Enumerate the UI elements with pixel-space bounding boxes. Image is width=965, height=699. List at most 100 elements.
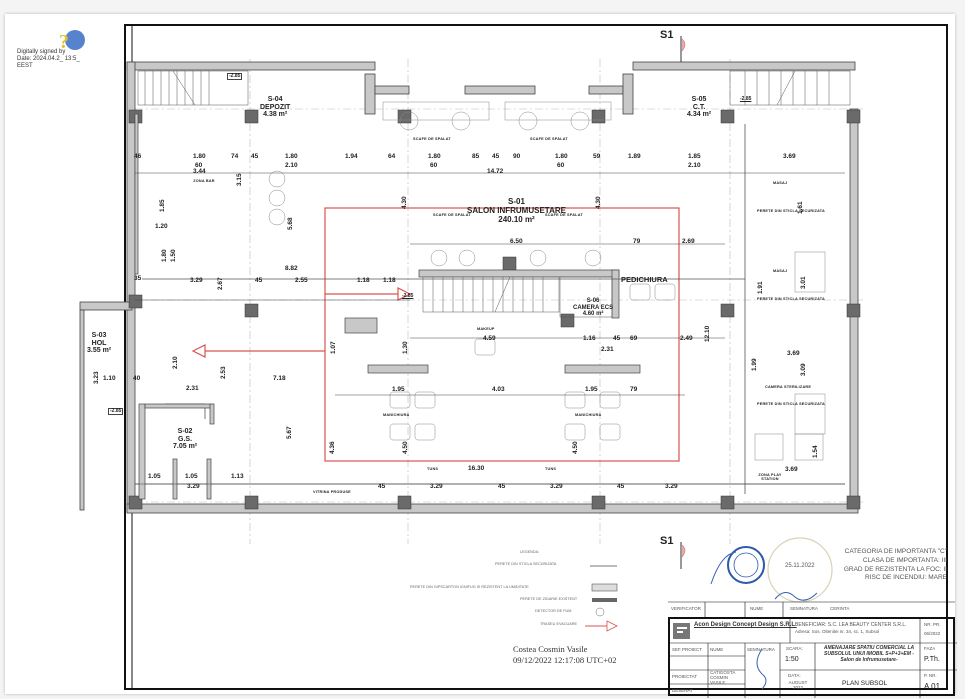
zone-scafe-4: SCAFE DE SPALAT	[545, 213, 583, 217]
room-name: G.S.	[178, 435, 193, 443]
dim-bottom-45-b: 45	[498, 483, 506, 490]
room-id: S-06	[586, 298, 600, 304]
dim-718: 7.18	[273, 375, 286, 382]
dim-180-b: 1.80	[285, 153, 298, 160]
project-lead-label: SEF PROIECT	[672, 647, 703, 652]
legend-item-smoke-detector: DETECTOR DE FUM	[535, 609, 572, 613]
fire-resistance: GRAD DE REZISTENTA LA FOC: II	[843, 565, 947, 573]
dim-35: 35	[134, 275, 142, 282]
dim-salon-width: 14.72	[487, 168, 504, 175]
dim-79-top: 79	[633, 238, 641, 245]
sheet-title: PLAN SUBSOL	[842, 680, 888, 687]
dim-231-left: 2.31	[186, 385, 199, 392]
zone-scafe-3: SCAFE DE SPALAT	[433, 213, 471, 217]
dim-369-right: 3.69	[787, 350, 800, 357]
project-number: 06/2022	[924, 631, 941, 636]
dim-bar-area: 3.44	[193, 168, 206, 175]
building-info: CATEGORIA DE IMPORTANTA "C" CLASA DE IMP…	[825, 548, 947, 583]
glass-wall-label-3: PERETE DIN STICLA SECURIZATA	[757, 297, 825, 301]
legend-item-masonry: PERETE DE ZIDARIE EXISTENT	[520, 597, 578, 601]
title-block-grid	[670, 619, 957, 698]
project-number-label: NR. PR.	[924, 622, 941, 627]
room-area: 4.34 m²	[687, 111, 712, 119]
dim-105-b: 1.05	[185, 473, 198, 480]
dim-v-450-b: 4.50	[572, 441, 579, 454]
room-area: 4.38 m²	[263, 111, 288, 119]
verif-sign-label: SEMNATURA	[790, 606, 818, 611]
drawn-label: DESENAT	[672, 688, 693, 693]
room-name: C.T.	[692, 103, 706, 111]
room-s06-label: S-06 CAMERA ECS 4.60 m²	[573, 298, 613, 318]
glass-wall-label-1: PERETE DIN STICLA SECURIZATA	[757, 209, 825, 213]
signature-timestamp: 09/12/2022 12:17:08 UTC+02	[513, 655, 617, 666]
dim-v-161: 1.61	[797, 201, 804, 214]
sheet-number-label: P. NR.	[924, 673, 937, 678]
section-marker-bottom: S1	[660, 535, 674, 547]
zone-manichiura-left: MANICHIURA	[383, 413, 410, 417]
signature-col-label: SEMNATURA	[747, 647, 775, 652]
dim-249: 2.49	[680, 335, 693, 342]
dim-118-b: 1.18	[383, 277, 396, 284]
dim-v-436: 4.36	[329, 441, 336, 454]
level-marker-2: -2.85	[740, 96, 752, 102]
dim-bottom-329-b: 3.29	[430, 483, 443, 490]
dim-v-309: 3.09	[800, 363, 807, 376]
room-s02-label: S-02 G.S. 7.05 m²	[173, 428, 197, 451]
title-block: Acon Design Concept Design S.R.L. BENEFI…	[668, 617, 957, 698]
dim-185: 1.85	[688, 153, 701, 160]
dim-180-a: 1.80	[193, 153, 206, 160]
dim-v-191: 1.91	[757, 281, 764, 294]
name-col-label: NUME	[710, 647, 724, 652]
dim-180-c: 1.80	[428, 153, 441, 160]
verificator-label: VERIFICATOR	[671, 606, 701, 611]
dim-369: 3.69	[783, 153, 796, 160]
zone-masaj-2: MASAJ	[773, 269, 788, 273]
room-name: HOL	[91, 339, 107, 347]
zone-masaj-1: MASAJ	[773, 181, 788, 185]
zone-camera-sterilizare: CAMERA STERILIZARE	[765, 385, 812, 389]
stamp-date: 25.11.2022	[785, 563, 815, 569]
company-name: Acon Design Concept Design S.R.L.	[694, 622, 797, 628]
room-id: S-01	[508, 197, 525, 206]
importance-category: CATEGORIA DE IMPORTANTA "C"	[844, 548, 947, 555]
dim-46: 46	[134, 153, 142, 160]
dim-105-a: 1.05	[148, 473, 161, 480]
dim-v-567: 5.67	[286, 426, 293, 439]
dim-v-107: 1.07	[330, 341, 337, 354]
zone-tuns-2: TUNS	[545, 467, 557, 471]
dim-116: 1.16	[583, 335, 596, 342]
dim-329-mid: 3.29	[190, 277, 203, 284]
dim-v-154: 1.54	[812, 445, 819, 458]
legend-title: LEGENDA:	[520, 550, 540, 554]
dim-v-568: 5.68	[287, 217, 294, 230]
signature-footer: Costea Cosmin Vasile 09/12/2022 12:17:08…	[513, 644, 617, 667]
zone-scafe-2: SCAFE DE SPALAT	[530, 137, 568, 141]
dim-bottom-45-c: 45	[617, 483, 625, 490]
dim-bottom-329-a: 3.29	[187, 483, 200, 490]
dim-85: 85	[472, 153, 480, 160]
room-area: 3.55 m²	[87, 347, 112, 355]
dim-45: 45	[251, 153, 259, 160]
room-s05-label: S-05 C.T. 4.34 m²	[687, 96, 711, 119]
dim-194: 1.94	[345, 153, 358, 160]
room-name: SALON INFRUMUSETARE	[467, 205, 566, 215]
dim-v-130: 1.30	[402, 341, 409, 354]
zone-pedichiura: PEDICHIURA	[621, 275, 668, 284]
signer-name: Costea Cosmin Vasile	[513, 644, 588, 654]
dim-v-199: 1.99	[751, 358, 758, 371]
dim-45b: 45	[492, 153, 500, 160]
dim-189: 1.89	[628, 153, 641, 160]
glass-wall-label-2: PERETE DIN STICLA SECURIZATA	[757, 402, 825, 406]
sheet-number: A 01	[924, 682, 941, 691]
dim-v-185: 1.85	[159, 199, 166, 212]
digital-signature-text: Digitally signed by Date: 2024.04.2_ 13:…	[17, 49, 80, 69]
phase-value: P.Th.	[924, 656, 940, 663]
dim-v-210: 2.10	[172, 356, 179, 369]
scale-label: SCARA:	[786, 646, 803, 651]
dim-bottom-329-d: 3.29	[665, 483, 678, 490]
section-marker-top: S1	[660, 29, 674, 41]
dim-64: 64	[388, 153, 396, 160]
dim-60-a: 60	[195, 162, 203, 169]
dim-195-a: 1.95	[392, 386, 405, 393]
dim-60-c: 60	[557, 162, 565, 169]
